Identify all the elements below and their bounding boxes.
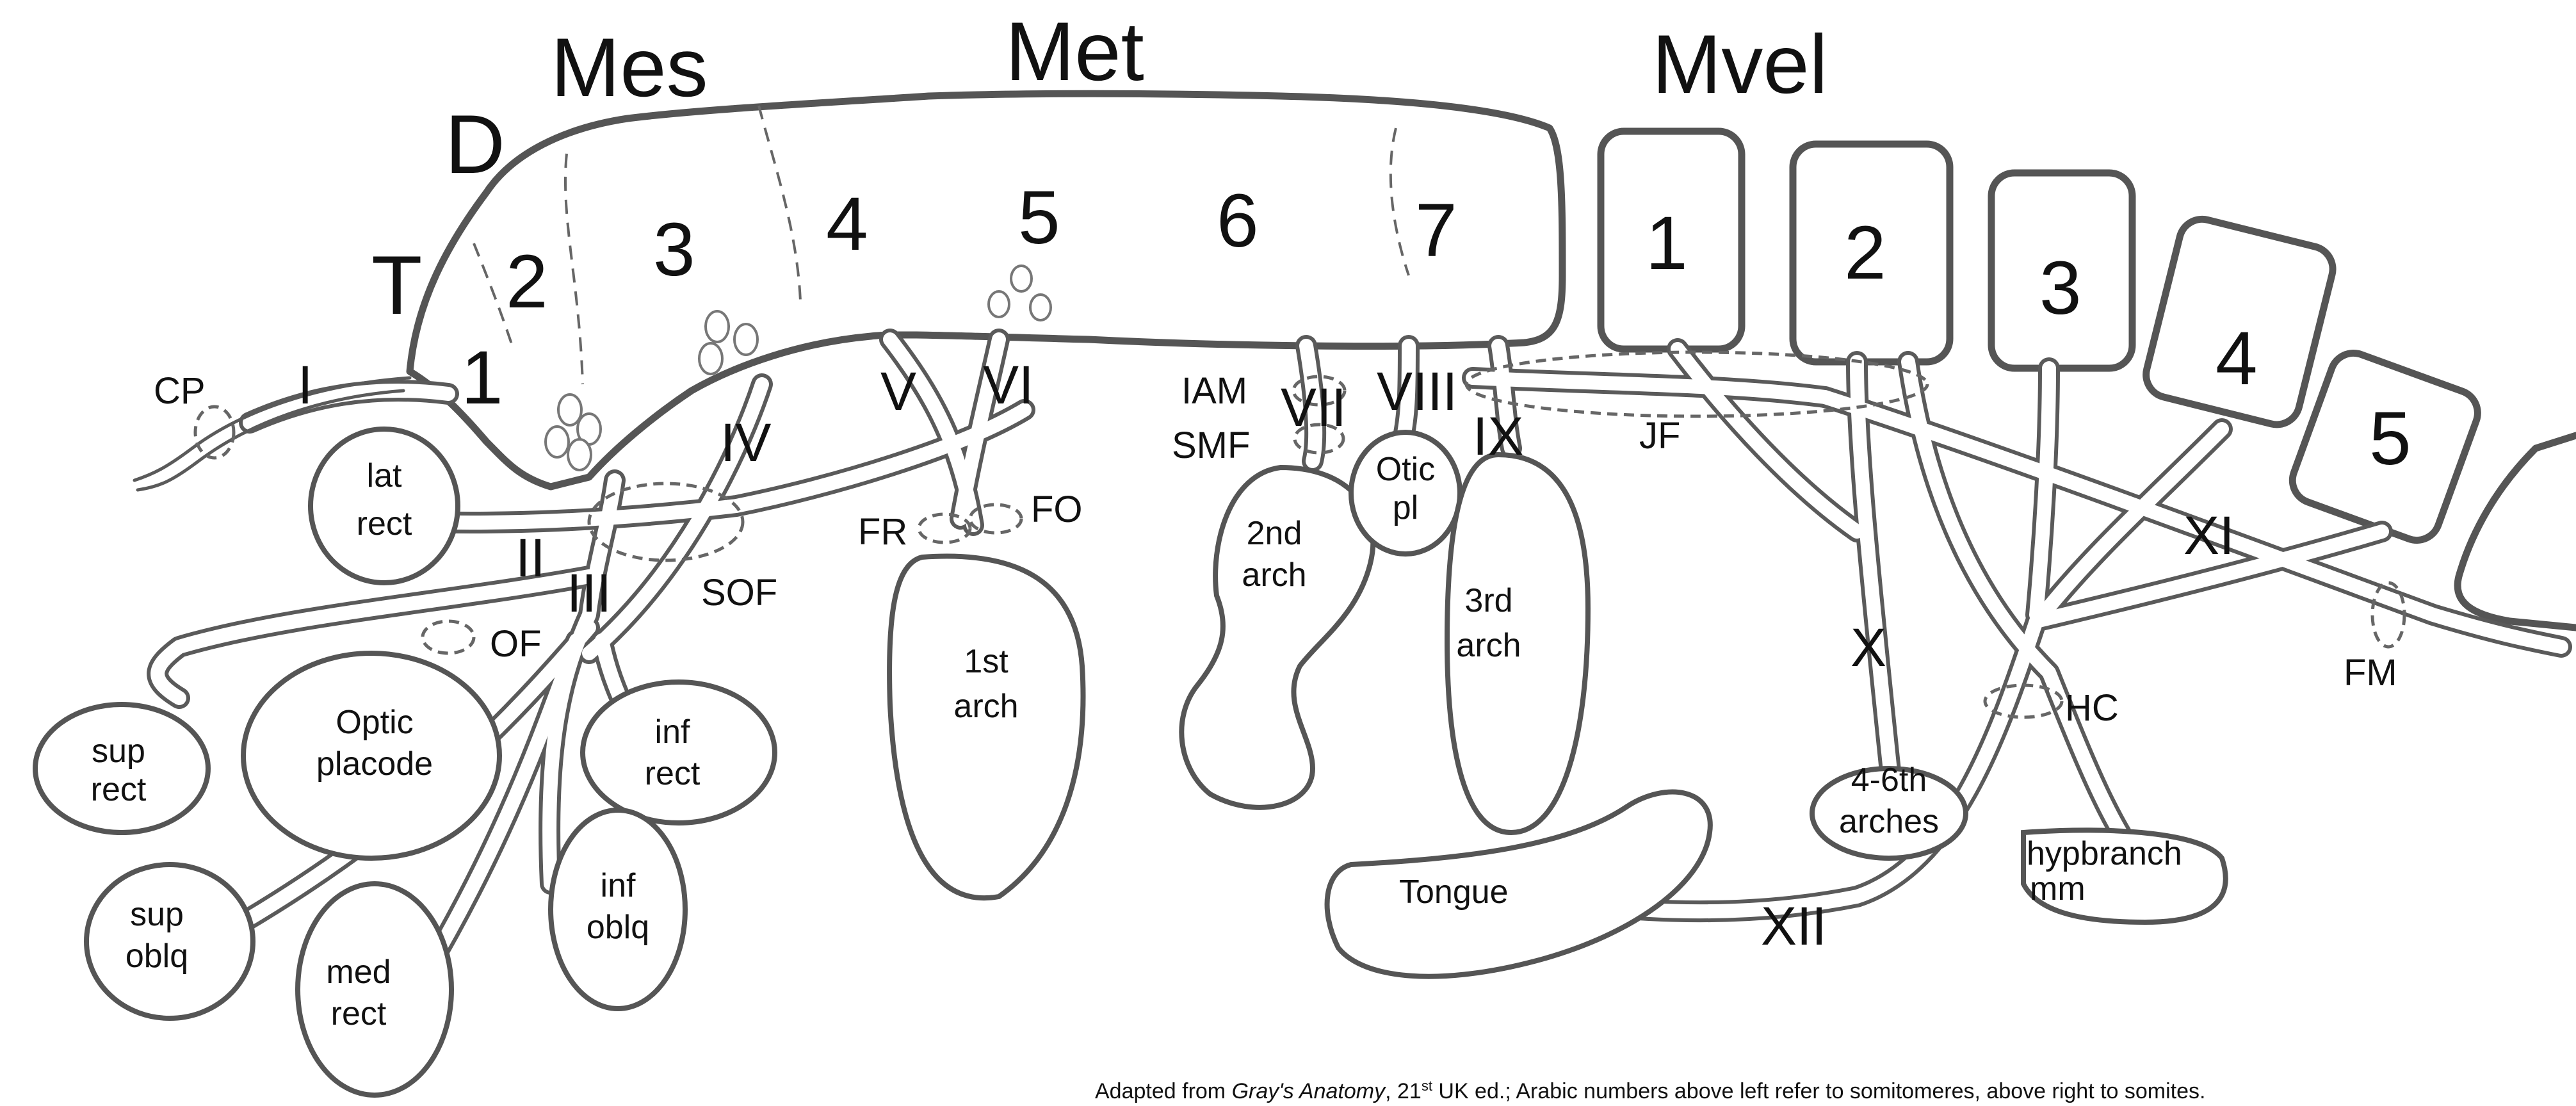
label-med-rect-2: rect	[331, 995, 387, 1032]
label-med-rect-1: med	[326, 954, 391, 991]
region-d: D	[445, 97, 505, 191]
caption-prefix: Adapted from	[1095, 1079, 1232, 1103]
label-third-arch-1: 3rd	[1464, 582, 1512, 619]
somite-number-4: 4	[2216, 316, 2258, 401]
somitomere-divider-3	[759, 106, 800, 301]
somite-number-2: 2	[1844, 211, 1886, 295]
label-inf-oblq-1: inf	[601, 867, 636, 904]
nerve-VI: VI	[983, 355, 1033, 415]
label-sup-oblq-1: sup	[130, 896, 184, 933]
label-hypbranch-1: hypbranch	[2027, 835, 2182, 872]
somitomere-5: 5	[1018, 175, 1060, 260]
somitomere-3: 3	[653, 207, 695, 292]
label-hc: HC	[2065, 687, 2119, 729]
label-fo: FO	[1031, 489, 1083, 530]
nerve-XI: XI	[2183, 505, 2234, 565]
label-lat-rect-1: lat	[367, 457, 402, 494]
somitomere-7: 7	[1415, 188, 1457, 273]
nerve-VII: VII	[1281, 377, 1347, 437]
label-inf-oblq-2: oblq	[587, 909, 649, 946]
somite-6-partial	[2458, 435, 2576, 628]
label-sup-rect-1: sup	[92, 733, 145, 770]
label-optic-placode-2: placode	[316, 745, 433, 783]
label-arches-4-6-1: 4-6th	[1851, 761, 1927, 799]
nerve-V: V	[880, 361, 916, 421]
label-sof: SOF	[701, 572, 777, 614]
label-of: OF	[490, 623, 542, 665]
nerve-XII: XII	[1761, 896, 1827, 956]
label-first-arch-2: arch	[953, 688, 1018, 725]
label-third-arch-2: arch	[1456, 627, 1521, 664]
label-sup-oblq-2: oblq	[126, 938, 188, 975]
somitomere-1: 1	[461, 336, 503, 420]
label-fm: FM	[2344, 652, 2397, 694]
region-t: T	[371, 238, 422, 332]
caption: Adapted from Gray's Anatomy, 21st UK ed.…	[1095, 1078, 2206, 1103]
label-sup-rect-2: rect	[91, 771, 147, 808]
somitomere-6: 6	[1217, 179, 1259, 263]
nerve-IX: IX	[1473, 406, 1523, 466]
region-mvel: Mvel	[1652, 17, 1827, 111]
foramen-of	[423, 621, 474, 653]
caption-italic: Gray's Anatomy	[1232, 1079, 1387, 1103]
nerve-III: III	[567, 563, 612, 623]
caption-sup: st	[1422, 1078, 1432, 1094]
region-met: Met	[1005, 4, 1144, 98]
label-second-arch-2: arch	[1242, 557, 1306, 594]
label-arches-4-6-2: arches	[1839, 803, 1939, 840]
nerve-II: II	[515, 528, 546, 588]
label-first-arch-1: 1st	[964, 643, 1009, 680]
somite-number-3: 3	[2039, 246, 2082, 330]
label-optic-placode-1: Optic	[336, 704, 413, 741]
label-iam: IAM	[1181, 370, 1247, 412]
label-otic-pl-1: Otic	[1376, 451, 1435, 488]
label-hypbranch-2: mm	[2030, 870, 2086, 907]
label-inf-rect-1: inf	[655, 713, 690, 751]
inf-rect-blob	[583, 682, 775, 823]
label-smf: SMF	[1172, 425, 1250, 466]
label-inf-rect-2: rect	[645, 755, 701, 792]
label-second-arch-1: 2nd	[1247, 515, 1302, 552]
somitomere-4: 4	[826, 182, 868, 266]
first-arch-blob	[889, 557, 1083, 899]
label-lat-rect-2: rect	[357, 505, 412, 542]
somite-number-5: 5	[2369, 396, 2411, 481]
label-jf: JF	[1639, 415, 1680, 457]
somitomere-2: 2	[506, 240, 548, 324]
caption-edition: , 21	[1385, 1079, 1422, 1103]
label-tongue: Tongue	[1399, 874, 1509, 911]
caption-suffix: UK ed.; Arabic numbers above left refer …	[1432, 1079, 2206, 1103]
nerve-VIII: VIII	[1377, 361, 1457, 421]
nerve-IV: IV	[720, 412, 771, 473]
region-mes: Mes	[551, 20, 708, 114]
label-fr: FR	[858, 511, 907, 553]
somite-number-1: 1	[1646, 201, 1688, 286]
nerve-X: X	[1851, 617, 1886, 678]
somitomere-divider-4	[1391, 128, 1409, 275]
nerve-I: I	[298, 355, 312, 415]
label-otic-pl-2: pl	[1393, 489, 1418, 526]
somitomere-divider-2	[565, 154, 583, 384]
label-cp: CP	[154, 370, 206, 412]
